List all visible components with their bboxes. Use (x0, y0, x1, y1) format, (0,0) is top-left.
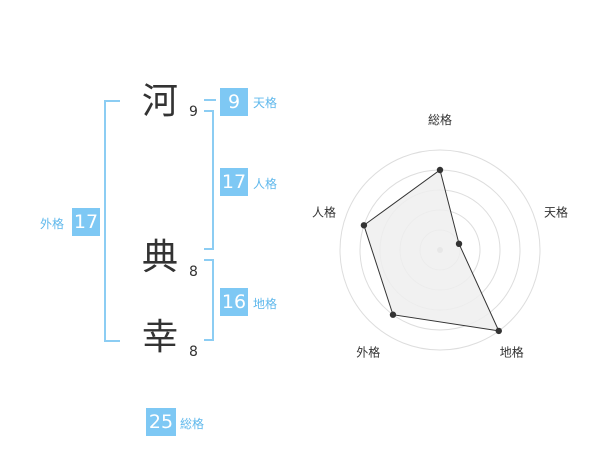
name-char-2: 典 (142, 237, 179, 278)
radar-area (363, 169, 500, 332)
tenkaku-label: 天格 (253, 96, 278, 110)
jinkaku-badge: 17 (220, 168, 248, 196)
gaikaku-badge: 17 (72, 208, 100, 236)
gaikaku-label: 外格 (40, 217, 65, 231)
radar-axis-label: 地格 (500, 345, 524, 360)
jinkaku-bracket (204, 110, 214, 250)
tenkaku-bracket (204, 99, 216, 101)
soukaku-badge: 25 (146, 408, 176, 436)
name-char-1-strokes: 9 (189, 104, 198, 120)
radar-axis-label: 外格 (356, 345, 380, 360)
radar-point (389, 311, 397, 318)
chikaku-bracket (204, 259, 214, 341)
name-char-1: 河 (142, 81, 179, 122)
tenkaku-badge: 9 (220, 88, 248, 116)
radar-ring (339, 149, 541, 351)
radar-axis-label: 人格 (312, 204, 336, 219)
soukaku-label: 総格 (180, 417, 205, 431)
name-char-3: 幸 (142, 317, 179, 358)
gaikaku-bracket (104, 100, 120, 342)
radar-point (495, 327, 502, 335)
jinkaku-label: 人格 (253, 177, 278, 191)
radar-axis-label: 天格 (544, 204, 568, 219)
radar-point (436, 166, 444, 174)
radar-point (455, 240, 463, 248)
name-char-3-strokes: 8 (189, 344, 198, 360)
name-char-2-strokes: 8 (189, 264, 198, 280)
radar-point (360, 222, 368, 229)
radar-axis-label: 総格 (428, 112, 452, 127)
chikaku-label: 地格 (253, 297, 278, 311)
chikaku-badge: 16 (220, 288, 248, 316)
